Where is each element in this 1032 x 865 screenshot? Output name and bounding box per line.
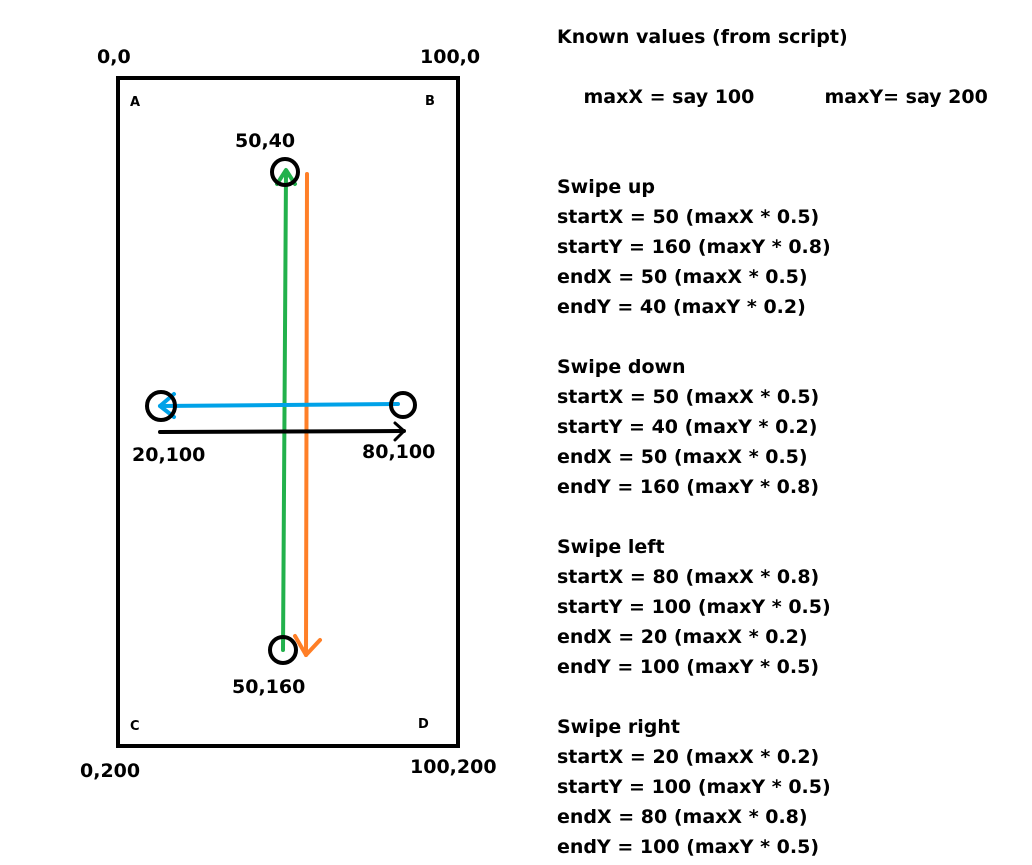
section-line: startX = 20 (maxX * 0.2)	[557, 746, 820, 768]
swipe-left-line	[158, 402, 400, 408]
section-line: endX = 50 (maxX * 0.5)	[557, 446, 808, 468]
section-line: startY = 160 (maxY * 0.8)	[557, 236, 831, 258]
swipe-down-section: Swipe down startX = 50 (maxX * 0.5) star…	[557, 352, 988, 502]
corner-label-d: D	[418, 717, 429, 732]
point-label-left: 20,100	[132, 444, 206, 466]
point-circle-bottom	[268, 635, 298, 665]
section-line: endX = 50 (maxX * 0.5)	[557, 266, 808, 288]
known-values-panel: Known values (from script) maxX = say 10…	[557, 22, 988, 862]
point-circle-right	[389, 391, 417, 419]
swipe-down-head	[293, 634, 322, 657]
coord-bottom-left: 0,200	[80, 760, 141, 782]
swipe-right-head	[393, 421, 406, 442]
section-title: Swipe down	[557, 356, 686, 378]
section-line: endX = 80 (maxX * 0.8)	[557, 806, 808, 828]
swipe-up-arrow	[275, 168, 297, 652]
point-label-bottom: 50,160	[232, 676, 306, 698]
swipe-left-arrow	[158, 392, 400, 419]
corner-label-c: C	[130, 719, 140, 734]
section-line: endY = 40 (maxY * 0.2)	[557, 296, 806, 318]
corner-label-b: B	[425, 94, 435, 109]
section-title: Swipe right	[557, 716, 680, 738]
point-circle-left	[145, 390, 177, 422]
max-y-text: maxY= say 200	[824, 86, 988, 108]
section-line: endX = 20 (maxX * 0.2)	[557, 626, 808, 648]
swipe-down-arrow	[293, 172, 322, 657]
swipe-up-section: Swipe up startX = 50 (maxX * 0.5) startY…	[557, 172, 988, 322]
swipe-right-arrow	[158, 421, 406, 442]
coord-top-left: 0,0	[97, 46, 131, 68]
swipe-up-head	[275, 168, 297, 186]
point-label-top: 50,40	[235, 130, 296, 152]
section-line: startX = 50 (maxX * 0.5)	[557, 386, 820, 408]
section-line: startX = 80 (maxX * 0.8)	[557, 566, 820, 588]
known-values-header: Known values (from script)	[557, 26, 848, 48]
max-values-row: maxX = say 100 maxY= say 200	[557, 52, 988, 142]
section-line: endY = 100 (maxY * 0.5)	[557, 836, 820, 858]
section-line: startY = 40 (maxY * 0.2)	[557, 416, 818, 438]
swipe-right-section: Swipe right startX = 20 (maxX * 0.2) sta…	[557, 712, 988, 862]
section-title: Swipe left	[557, 536, 665, 558]
section-line: startY = 100 (maxY * 0.5)	[557, 596, 831, 618]
swipe-left-section: Swipe left startX = 80 (maxX * 0.8) star…	[557, 532, 988, 682]
point-circle-top	[270, 157, 300, 187]
swipe-down-line	[304, 172, 309, 657]
section-line: endY = 100 (maxY * 0.5)	[557, 656, 820, 678]
swipe-up-line	[281, 170, 288, 652]
section-line: endY = 160 (maxY * 0.8)	[557, 476, 820, 498]
section-line: startY = 100 (maxY * 0.5)	[557, 776, 831, 798]
screen-rectangle	[116, 76, 460, 748]
corner-label-a: A	[130, 95, 141, 110]
section-title: Swipe up	[557, 176, 655, 198]
swipe-right-line	[158, 429, 406, 434]
max-x-text: maxX = say 100	[583, 86, 755, 108]
swipe-left-head	[158, 392, 176, 419]
point-label-right: 80,100	[362, 441, 436, 463]
coord-top-right: 100,0	[420, 46, 481, 68]
coord-bottom-right: 100,200	[410, 756, 497, 778]
section-line: startX = 50 (maxX * 0.5)	[557, 206, 820, 228]
